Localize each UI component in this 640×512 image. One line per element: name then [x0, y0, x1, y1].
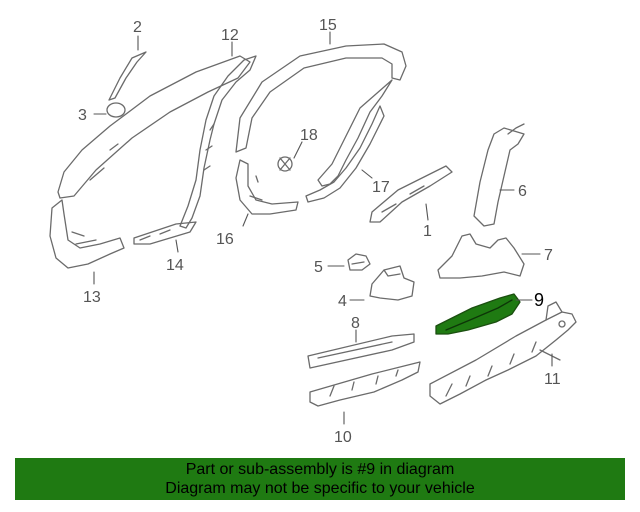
- callout-4: 4: [338, 293, 347, 310]
- part-8-sill-plate: [307, 333, 415, 369]
- part-9-scuff-plate: [435, 293, 521, 335]
- callout-3: 3: [78, 107, 87, 124]
- part-18-fastener: [277, 156, 293, 172]
- part-17-rear-trim: [305, 105, 385, 203]
- part-15-rear-weatherstrip: [235, 43, 407, 187]
- part-4-bracket: [369, 265, 415, 301]
- callout-9: 9: [534, 290, 544, 310]
- part-7-b-pillar-lower: [437, 233, 525, 279]
- callout-15: 15: [319, 17, 337, 34]
- part-5-clip: [347, 253, 371, 271]
- part-1-pillar-trim: [369, 165, 453, 223]
- part-6-b-pillar-upper: [473, 123, 525, 227]
- part-12-front-trim: [179, 55, 257, 229]
- part-11-rocker-reinforcement: [429, 301, 577, 405]
- callout-labels: 2 3 12 15 18 17 16 14 13 1 6 7 5 4 9 8 1…: [78, 17, 561, 446]
- callout-18: 18: [300, 127, 318, 144]
- part-14-front-sill: [133, 221, 197, 245]
- callout-17: 17: [372, 179, 390, 196]
- callout-14: 14: [166, 257, 184, 274]
- callout-16: 16: [216, 231, 234, 248]
- info-banner: Part or sub-assembly is #9 in diagram Di…: [15, 458, 625, 500]
- banner-line-1: Part or sub-assembly is #9 in diagram: [185, 461, 455, 478]
- part-13-front-weatherstrip: [49, 55, 251, 269]
- callout-6: 6: [518, 183, 527, 200]
- part-2-strip: [108, 51, 147, 101]
- part-16-rear-sill: [235, 159, 299, 215]
- callout-11: 11: [544, 371, 561, 388]
- banner-line-2: Diagram may not be specific to your vehi…: [165, 480, 475, 497]
- part-10-sill-support: [309, 361, 421, 407]
- callout-13: 13: [83, 289, 101, 306]
- callout-10: 10: [334, 429, 352, 446]
- callout-5: 5: [314, 259, 323, 276]
- parts-diagram: 2 3 12 15 18 17 16 14 13 1 6 7 5 4 9 8 1…: [49, 17, 577, 446]
- leader-lines: [93, 31, 553, 425]
- part-3-clip: [106, 102, 126, 118]
- callout-2: 2: [133, 19, 142, 36]
- callout-12: 12: [221, 27, 239, 44]
- callout-7: 7: [544, 247, 553, 264]
- callout-1: 1: [423, 223, 432, 240]
- callout-8: 8: [351, 315, 360, 332]
